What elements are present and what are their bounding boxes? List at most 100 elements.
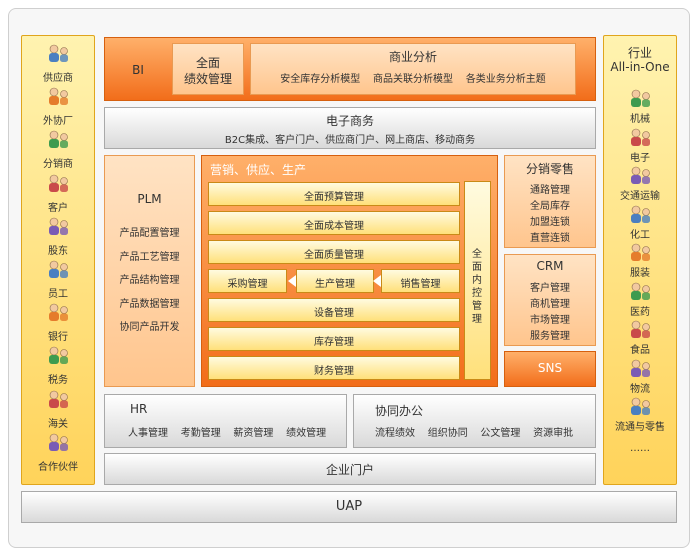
scm-row	[208, 327, 460, 351]
flow-arrow-left-icon	[373, 275, 381, 287]
hr-section	[104, 394, 347, 448]
plm-item: 协同产品开发	[119, 322, 180, 333]
industry-more: ……	[630, 442, 650, 454]
clothing-icon	[627, 242, 653, 262]
plm-title: PLM	[137, 192, 162, 206]
plm-item: 产品结构管理	[119, 275, 180, 286]
plm-item: 产品配置管理	[119, 228, 180, 239]
hr-items: 人事管理 考勤管理 薪资管理 绩效管理	[128, 428, 327, 439]
supplier-icon	[45, 43, 71, 63]
transport-icon	[627, 165, 653, 185]
stakeholder-label: 客户	[48, 202, 68, 214]
business-analysis-box	[250, 43, 576, 95]
industry-label: 交通运输	[620, 191, 660, 202]
industry-subtitle: All-in-One	[610, 60, 670, 74]
medicine-icon	[627, 281, 653, 301]
scm-flow-box	[381, 269, 460, 293]
internal-control-label: 全面内控管理	[472, 249, 482, 325]
bi-label: BI	[132, 63, 144, 77]
business-analysis-items: 安全库存分析模型 商品关联分析模型 各类业务分析主题	[280, 74, 546, 85]
retail-item: 加盟连锁	[530, 217, 570, 228]
office-items: 流程绩效 组织协同 公文管理 资源审批	[375, 428, 574, 439]
crm-section	[504, 254, 596, 346]
stakeholder-label: 员工	[48, 289, 68, 300]
bank-icon	[45, 302, 71, 322]
stakeholder-label: 银行	[48, 332, 68, 344]
portal-title: 企业门户	[325, 463, 374, 477]
crm-item: 服务管理	[530, 331, 570, 342]
crm-title: CRM	[536, 259, 564, 273]
retail-item: 通路管理	[530, 185, 570, 196]
uap-title: UAP	[335, 499, 363, 514]
stakeholder-label: 股东	[48, 245, 68, 257]
plm-section	[104, 155, 195, 387]
crm-item: 客户管理	[530, 283, 570, 294]
performance-box	[172, 43, 244, 95]
retail-section	[504, 155, 596, 248]
industry-title: 行业	[627, 46, 652, 60]
sns-title: SNS	[537, 361, 563, 375]
partner-icon	[45, 432, 71, 452]
office-title: 协同办公	[375, 404, 424, 418]
machinery-icon	[627, 88, 653, 108]
scm-row	[208, 182, 460, 206]
scm-row-label: 全面预算管理	[304, 192, 364, 203]
retail-item: 直营连锁	[530, 233, 570, 244]
scm-row-label: 全面成本管理	[304, 221, 364, 232]
scm-flow-box-label: 销售管理	[400, 279, 441, 290]
portal-section	[104, 453, 596, 485]
stakeholder-label: 合作伙伴	[38, 461, 78, 473]
performance-line2: 绩效管理	[183, 72, 232, 86]
industry-label: 化工	[630, 229, 650, 241]
industry-label: 物流	[630, 383, 650, 395]
crm-item: 商机管理	[530, 299, 570, 310]
industry-label: 流通与零售	[615, 422, 665, 433]
plm-item: 产品数据管理	[119, 298, 180, 310]
uap-section	[21, 491, 677, 523]
ecommerce-title: 电子商务	[325, 114, 374, 128]
outsourcing-icon	[45, 86, 71, 106]
scm-row-label: 设备管理	[314, 308, 354, 319]
shareholder-icon	[45, 216, 71, 236]
tax-icon	[45, 345, 71, 365]
customs-icon	[45, 389, 71, 409]
scm-flow-box-label: 采购管理	[227, 279, 268, 290]
hr-title: HR	[130, 402, 148, 416]
chemical-icon	[627, 204, 653, 224]
office-section	[353, 394, 596, 448]
retail-icon	[627, 396, 653, 416]
sns-section	[504, 351, 596, 387]
scm-flow-box	[296, 269, 374, 293]
stakeholder-label: 税务	[48, 375, 68, 387]
stakeholder-label: 供应商	[43, 73, 73, 84]
crm-item: 市场管理	[530, 315, 570, 326]
plm-item: 产品工艺管理	[119, 251, 180, 263]
internal-control-box	[464, 181, 491, 380]
scm-row	[208, 356, 460, 380]
stakeholder-label: 外协厂	[43, 116, 73, 128]
industry-label: 服装	[630, 268, 650, 279]
scm-row-label: 全面质量管理	[304, 250, 364, 261]
flow-arrow-left-icon	[288, 275, 296, 287]
scm-row	[208, 298, 460, 322]
distributor-icon	[45, 129, 71, 149]
retail-title: 分销零售	[525, 162, 574, 176]
scm-row	[208, 240, 460, 264]
industry-label: 机械	[630, 114, 650, 125]
performance-line1: 全面	[195, 56, 220, 70]
electronics-icon	[627, 127, 653, 147]
retail-item: 全局库存	[530, 201, 570, 212]
scm-row-label: 财务管理	[314, 366, 354, 377]
scm-title: 营销、供应、生产	[210, 163, 307, 177]
ecommerce-items: B2C集成、客户门户、供应商门户、网上商店、移动商务	[224, 135, 476, 146]
industry-label: 医药	[630, 306, 650, 318]
ecommerce-section	[104, 107, 596, 149]
stakeholder-label: 海关	[48, 418, 68, 430]
stakeholder-panel	[21, 35, 95, 485]
industry-label: 食品	[630, 345, 650, 356]
stakeholder-label: 分销商	[43, 159, 73, 171]
scm-flow-box	[208, 269, 287, 293]
industry-label: 电子	[630, 152, 650, 164]
customer-icon	[45, 173, 71, 193]
employee-icon	[45, 259, 71, 279]
